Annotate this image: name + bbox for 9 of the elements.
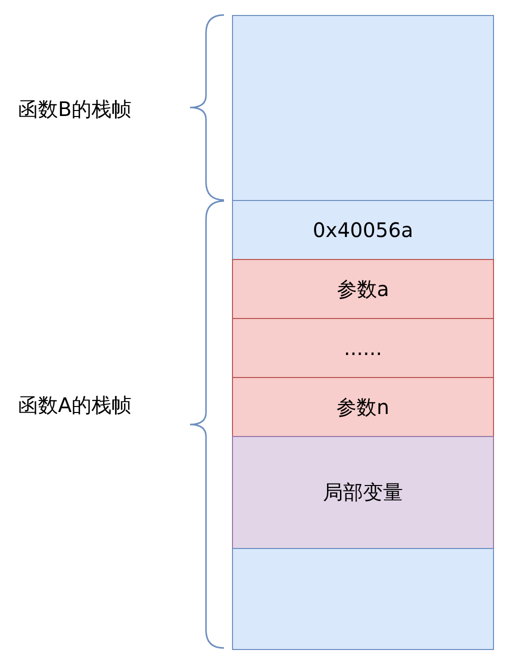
frame-label: 函数A的栈帧 xyxy=(18,392,132,419)
stack-frame-box xyxy=(232,548,494,650)
stack-cell: ...... xyxy=(232,318,494,378)
stack-frame-box xyxy=(232,15,494,201)
stack-cell: 局部变量 xyxy=(232,436,494,549)
stack-cell: 参数a xyxy=(232,259,494,319)
stack-cell: 参数n xyxy=(232,377,494,437)
frame-label: 函数B的栈帧 xyxy=(18,96,132,123)
stack-cell: 0x40056a xyxy=(232,200,494,260)
